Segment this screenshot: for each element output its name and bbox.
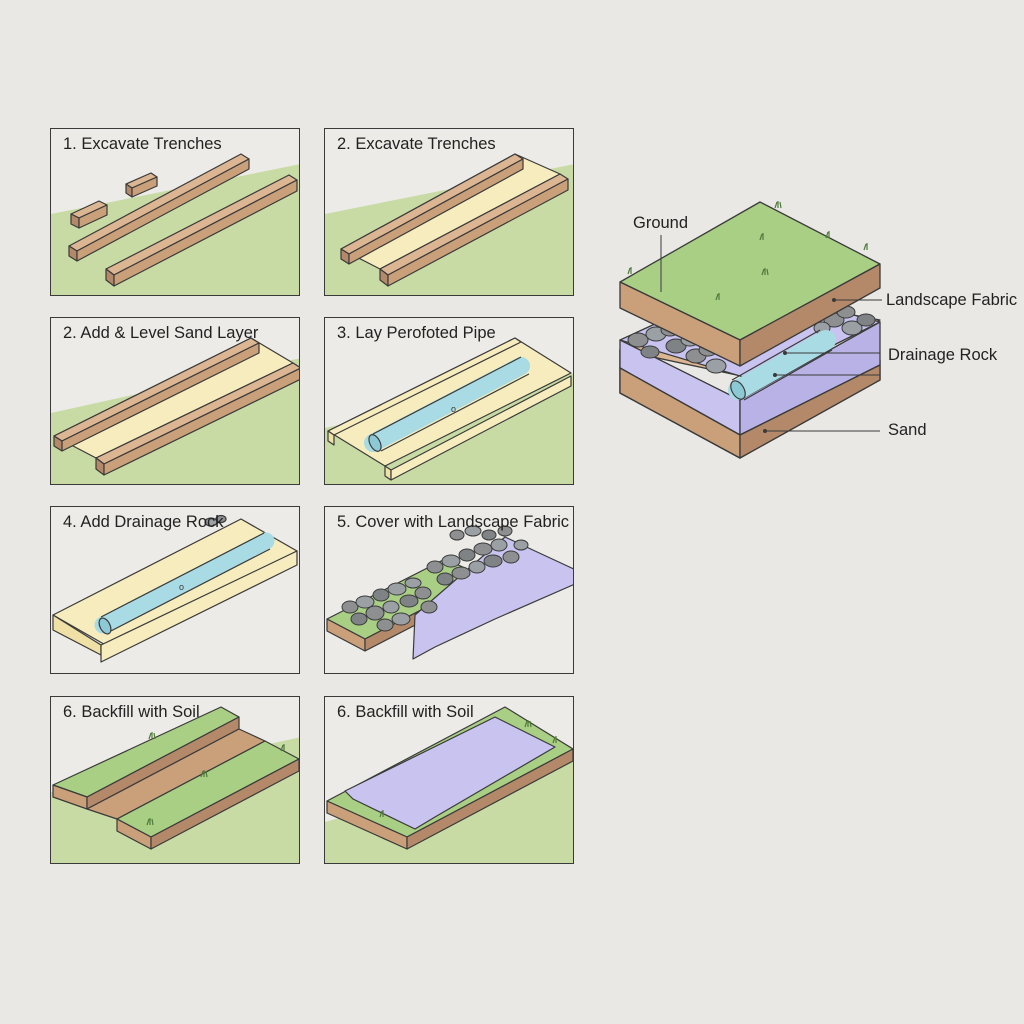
label-ground: Ground [633, 214, 689, 232]
rock-pile [341, 525, 529, 632]
svg-text:o: o [451, 404, 456, 414]
drainage-cross-section [619, 201, 882, 459]
step-panel-6: 5. Cover with Landscape Fabric [324, 506, 574, 674]
step-title: 2. Add & Level Sand Layer [63, 324, 259, 342]
step-title: 1. Excavate Trenches [63, 135, 222, 153]
label-drainage-rock: Drainage Rock [888, 346, 998, 364]
step-panel-3: 2. Add & Level Sand Layer [50, 317, 300, 485]
step-panel-2: 2. Excavate Trenches [324, 128, 574, 296]
step-title: 3. Lay Perofoted Pipe [337, 324, 496, 342]
step-title: 5. Cover with Landscape Fabric [337, 513, 570, 531]
svg-text:o: o [179, 582, 184, 592]
excavate-trenches-illustration [325, 153, 573, 295]
drainage-rock-illustration: o [52, 514, 298, 663]
lay-pipe-illustration: o [325, 337, 573, 484]
step-title: 6. Backfill with Soil [63, 703, 200, 721]
callout-lines [660, 235, 882, 433]
ground-slab [619, 201, 881, 367]
landscape-fabric-illustration [326, 525, 573, 660]
step-title: 4. Add Drainage Rock [63, 513, 224, 531]
excavate-trenches-illustration [51, 153, 299, 295]
backfill-soil-illustration [325, 706, 573, 863]
step-panel-4: o 3. Lay Perofoted Pipe [324, 317, 574, 485]
label-sand: Sand [888, 421, 927, 439]
step-panel-5: o 4. Add Drainage Rock [50, 506, 300, 674]
label-landscape-fabric: Landscape Fabric [886, 291, 1018, 309]
step-title: 2. Excavate Trenches [337, 135, 496, 153]
step-panel-1: 1. Excavate Trenches [50, 128, 300, 296]
sand-layer-illustration [51, 337, 299, 484]
step-panel-7: 6. Backfill with Soil [50, 696, 300, 864]
step-title: 6. Backfill with Soil [337, 703, 474, 721]
step-panel-8: 6. Backfill with Soil [324, 696, 574, 864]
backfill-soil-illustration [51, 706, 299, 863]
